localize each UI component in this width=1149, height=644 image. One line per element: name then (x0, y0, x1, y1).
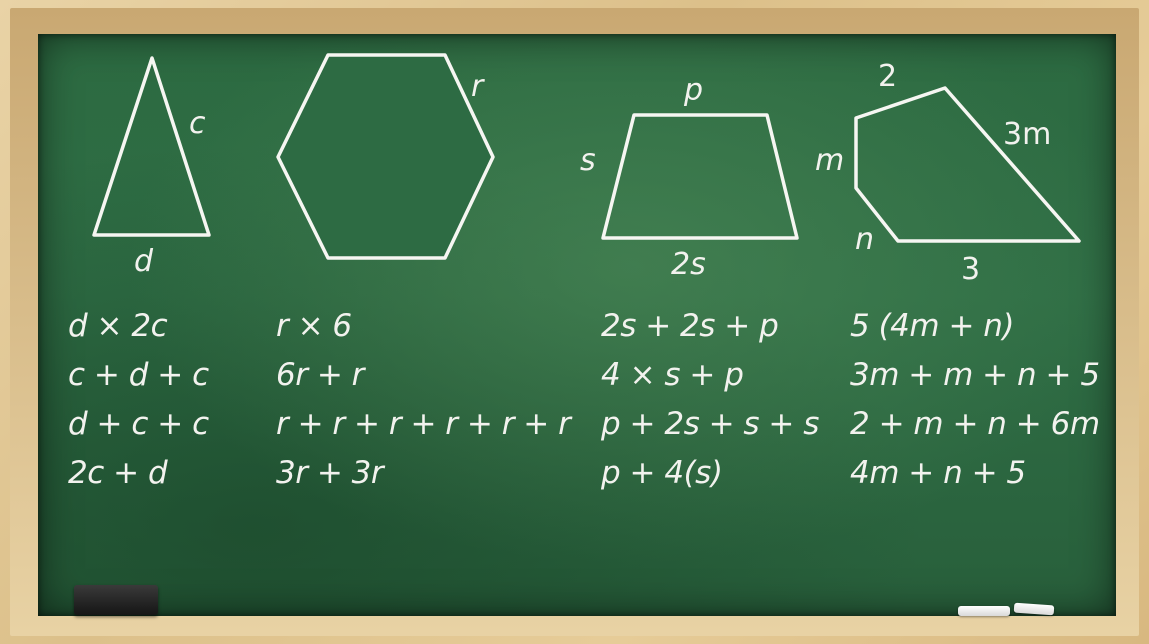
hexagon-expression: 3r + 3r (276, 455, 384, 491)
pentagon-top-label: 2 (878, 59, 898, 94)
triangle-base-label: d (134, 244, 154, 279)
triangle-expression: c + d + c (68, 357, 209, 393)
pentagon-shape (854, 86, 1081, 243)
pentagon-expression: 2 + m + n + 6m (850, 406, 1100, 442)
hexagon-expression: 6r + r (276, 357, 364, 393)
trapezoid-shape (601, 113, 799, 240)
trapezoid-top-label: p (684, 73, 704, 108)
trapezoid-expression: 4 × s + p (601, 357, 744, 393)
trapezoid-expression: 2s + 2s + p (601, 308, 779, 344)
hexagon-side-label: r (471, 69, 484, 104)
hexagon-expression: r + r + r + r + r + r (276, 406, 571, 442)
hexagon-expression: r × 6 (276, 308, 352, 344)
triangle-expression: d × 2c (68, 308, 168, 344)
pentagon-expression: 3m + m + n + 5 (850, 357, 1100, 393)
chalkboard-surface (38, 34, 1116, 616)
pentagon-right-label: 3m (1003, 117, 1052, 152)
pentagon-bottom-label: 3 (961, 252, 981, 287)
trapezoid-bottom-label: 2s (671, 247, 706, 282)
pentagon-expression: 4m + n + 5 (850, 455, 1026, 491)
hexagon-shape (276, 53, 495, 260)
triangle-expression: 2c + d (68, 455, 168, 491)
triangle-expression: d + c + c (68, 406, 209, 442)
pentagon-expression: 5 (4m + n) (850, 308, 1015, 344)
trapezoid-expression: p + 2s + s + s (601, 406, 819, 442)
trapezoid-left-label: s (580, 143, 596, 178)
pentagon-lower-left-label: n (855, 222, 875, 257)
pentagon-left-label: m (815, 143, 845, 178)
triangle-shape (92, 56, 211, 237)
triangle-side-label: c (189, 106, 206, 141)
trapezoid-expression: p + 4(s) (601, 455, 723, 491)
chalk-piece (958, 606, 1010, 616)
eraser (74, 585, 158, 615)
